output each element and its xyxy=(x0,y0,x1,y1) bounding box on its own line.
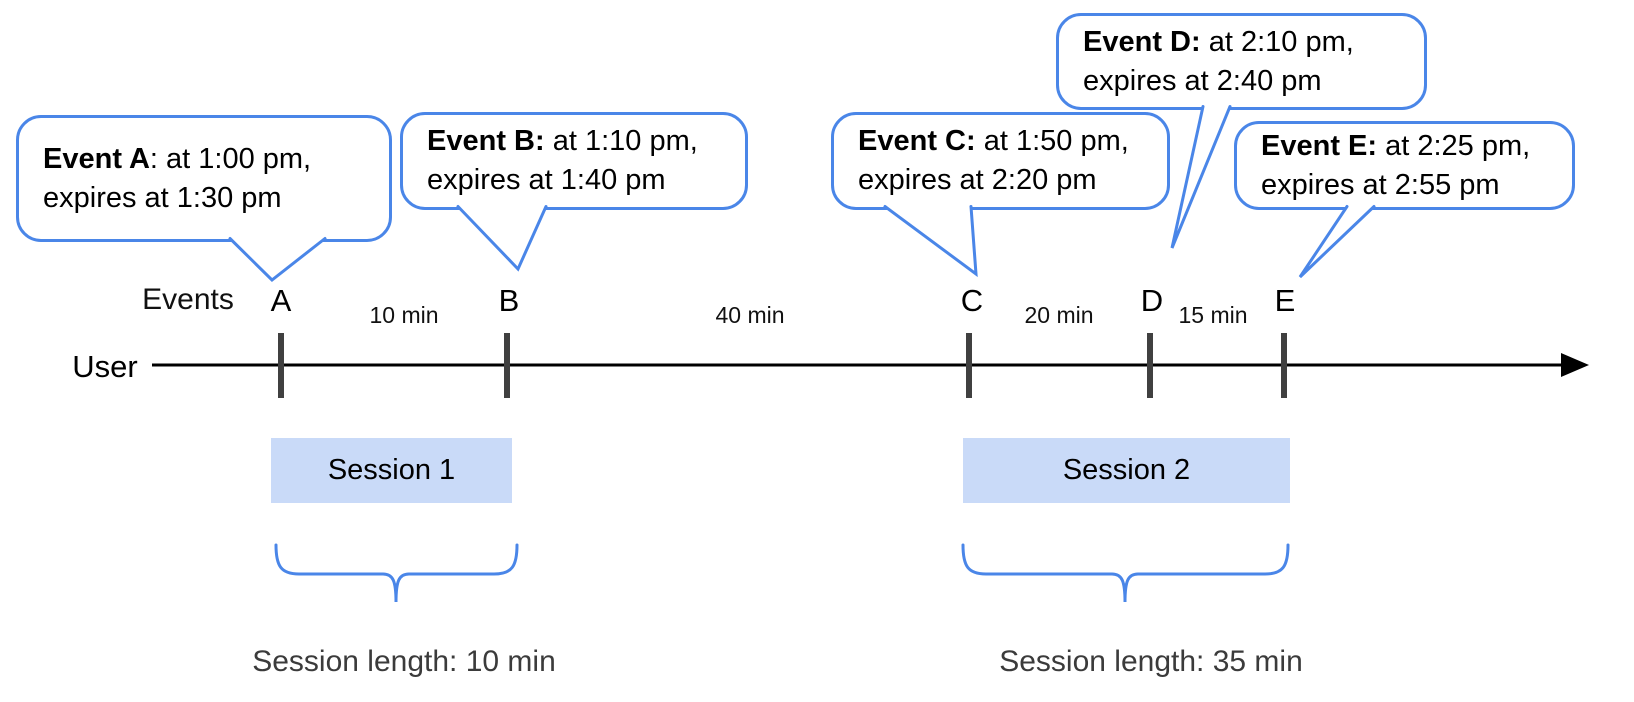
interval-d-e: 15 min xyxy=(1178,302,1248,328)
event-c-bubble: Event C: at 1:50 pm, expires at 2:20 pm xyxy=(831,112,1170,210)
event-a-title: Event A xyxy=(43,142,150,175)
tick-b xyxy=(504,333,510,398)
event-c-line1: Event C: at 1:50 pm, xyxy=(858,122,1157,161)
event-a-tail xyxy=(228,237,327,282)
session-1-box: Session 1 xyxy=(271,438,512,503)
event-c-time: at 1:50 pm, xyxy=(975,125,1129,157)
event-b-line2: expires at 1:40 pm xyxy=(427,164,666,196)
tick-label-e: E xyxy=(1274,283,1296,318)
event-e-tail xyxy=(1298,205,1376,279)
session-1-label: Session 1 xyxy=(327,454,456,486)
event-c-tail xyxy=(883,205,978,278)
event-a-line1: Event A: at 1:00 pm, xyxy=(43,140,379,179)
tick-a xyxy=(278,333,284,398)
timeline-arrowhead-icon xyxy=(1561,353,1589,377)
session-2-brace xyxy=(961,543,1290,603)
interval-b-c: 40 min xyxy=(715,302,785,328)
event-e-bubble: Event E: at 2:25 pm, expires at 2:55 pm xyxy=(1234,121,1575,210)
events-row-label: Events xyxy=(142,283,234,316)
tick-c xyxy=(966,333,972,398)
event-b-time: at 1:10 pm, xyxy=(544,125,698,157)
event-e-time: at 2:25 pm, xyxy=(1377,129,1531,162)
event-d-tail xyxy=(1170,105,1232,249)
tick-label-b: B xyxy=(498,283,520,318)
event-e-line1: Event E: at 2:25 pm, xyxy=(1261,127,1562,166)
interval-a-b: 10 min xyxy=(369,302,439,328)
event-d-time: at 2:10 pm, xyxy=(1200,25,1354,58)
event-d-line2: expires at 2:40 pm xyxy=(1083,64,1322,97)
event-d-bubble: Event D: at 2:10 pm, expires at 2:40 pm xyxy=(1056,13,1427,110)
session-1-brace xyxy=(274,543,519,603)
event-b-tail xyxy=(456,205,548,272)
event-b-bubble: Event B: at 1:10 pm, expires at 1:40 pm xyxy=(400,112,748,210)
tick-d xyxy=(1147,333,1153,398)
event-c-title: Event C: xyxy=(858,125,976,157)
session-2-length-label: Session length: 35 min xyxy=(999,645,1303,678)
event-e-line2: expires at 2:55 pm xyxy=(1261,168,1500,201)
event-b-title: Event B: xyxy=(427,125,545,157)
session-1-length-label: Session length: 10 min xyxy=(252,645,556,678)
event-c-line2: expires at 2:20 pm xyxy=(858,164,1097,196)
event-e-title: Event E: xyxy=(1261,129,1378,162)
event-a-line2: expires at 1:30 pm xyxy=(43,181,282,214)
event-b-line1: Event B: at 1:10 pm, xyxy=(427,122,735,161)
event-d-title: Event D: xyxy=(1083,25,1201,58)
event-a-time: : at 1:00 pm, xyxy=(149,142,312,175)
tick-e xyxy=(1281,333,1287,398)
user-row-label: User xyxy=(72,349,138,384)
event-d-line1: Event D: at 2:10 pm, xyxy=(1083,23,1414,62)
interval-c-d: 20 min xyxy=(1024,302,1094,328)
event-a-bubble: Event A: at 1:00 pm, expires at 1:30 pm xyxy=(16,115,392,242)
session-2-label: Session 2 xyxy=(1062,454,1191,486)
tick-label-d: D xyxy=(1140,283,1164,318)
session-2-box: Session 2 xyxy=(963,438,1290,503)
tick-label-a: A xyxy=(270,283,292,318)
tick-label-c: C xyxy=(960,283,984,318)
